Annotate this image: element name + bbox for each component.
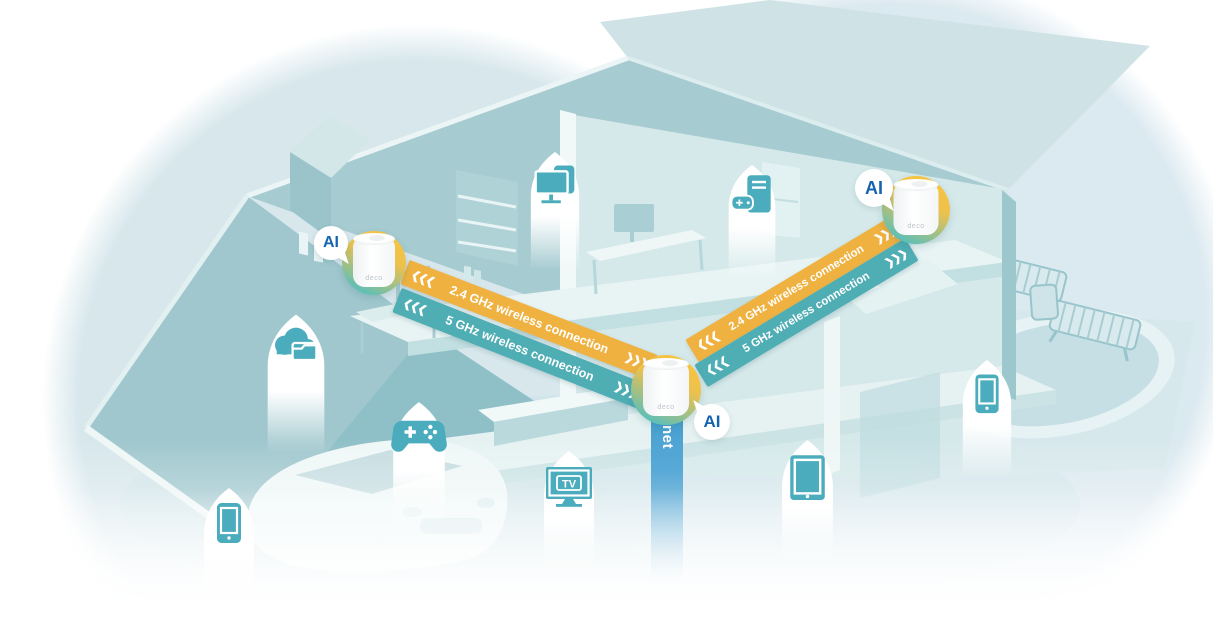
ai-badge-label: AI — [703, 412, 721, 431]
chevrons-left-icon: ❮❮❮ — [703, 354, 730, 378]
roof-back-facet — [600, 0, 1150, 190]
ai-badge-label: AI — [865, 177, 883, 198]
pin-smartphone-garage — [204, 488, 254, 610]
ai-badge-gateway: AI — [693, 396, 730, 440]
pin-smartphone-poolside — [962, 359, 1012, 478]
pin-workstation — [530, 151, 580, 270]
tv-icon: TV — [546, 467, 592, 507]
smartphone-icon — [217, 503, 241, 543]
deco-router-icon: deco — [643, 358, 689, 416]
furniture — [356, 162, 958, 446]
ai-badge-right: AI — [855, 169, 894, 215]
cloud-folder-icon — [275, 327, 318, 362]
ai-badge-left: AI — [314, 226, 349, 268]
deco-logo: deco — [907, 223, 925, 230]
tv-label: TV — [562, 479, 577, 491]
pin-cloud-storage — [267, 314, 325, 453]
smartphone-icon — [975, 374, 999, 414]
router-node-gateway: deco — [631, 355, 701, 425]
chevrons-left-icon: ❮❮❮ — [401, 296, 428, 317]
deco-router-icon: deco — [893, 179, 939, 235]
roof-ridge — [627, 56, 1009, 192]
chevrons-left-icon: ❮❮❮ — [409, 268, 436, 288]
bottom-fade — [0, 488, 1213, 638]
dormer — [290, 116, 370, 263]
gamepad-icon — [391, 420, 447, 452]
pin-game-controller — [391, 402, 447, 528]
dual-monitor-icon — [534, 165, 575, 204]
router-node-left: deco — [342, 231, 406, 295]
pin-gaming-pc — [728, 164, 776, 279]
tablet-icon — [790, 455, 825, 500]
chevrons-right-icon: ❯❯❯ — [882, 247, 909, 270]
pin-tv: TV — [544, 451, 594, 573]
deco-logo: deco — [657, 404, 675, 411]
chevrons-left-icon: ❮❮❮ — [694, 329, 721, 353]
pin-tablet — [782, 440, 833, 564]
ai-badge-label: AI — [323, 234, 339, 251]
router-node-right: deco — [882, 176, 950, 244]
garage-rake — [83, 194, 250, 430]
deco-logo: deco — [365, 275, 383, 282]
deco-router-icon: deco — [353, 233, 395, 287]
desktop-gamepad-icon — [730, 175, 771, 213]
